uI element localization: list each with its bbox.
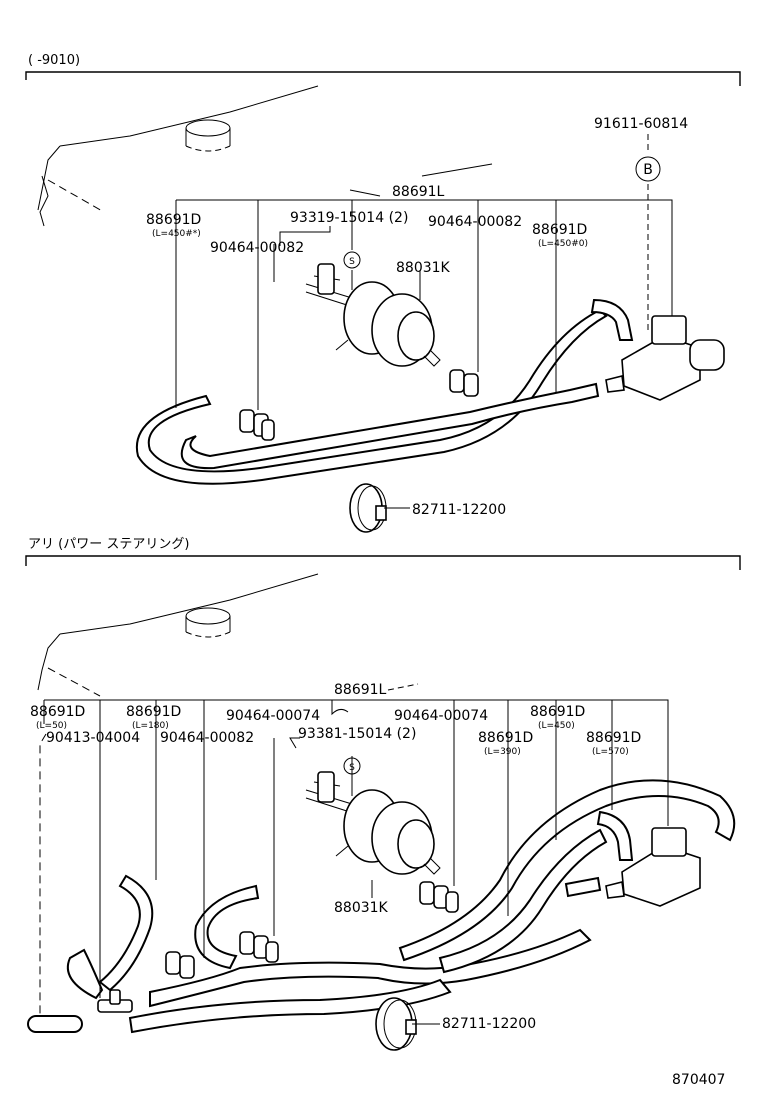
vacuum-switching-valve-2 [605, 827, 701, 907]
hose-clamp-mid-2 [239, 931, 279, 963]
leader-lines-2 [39, 683, 669, 1025]
label-90464-00082-c: 90464-00082 [160, 730, 254, 746]
label-88691D-b-length: (L=450#0) [538, 239, 588, 249]
label-82711-12200-2: 82711-12200 [442, 1016, 536, 1032]
label-88691D-b: 88691D [532, 222, 587, 238]
label-88691D-c: 88691D [30, 704, 85, 720]
hose-clamp-mid [449, 369, 479, 397]
label-90464-00074-a: 90464-00074 [226, 708, 320, 724]
vacuum-actuator-2 [305, 771, 441, 875]
hose-assembly-2 [27, 779, 736, 1034]
engine-outline [37, 85, 493, 227]
figure-code: 870407 [672, 1072, 725, 1088]
label-88691D-g: 88691D [586, 730, 641, 746]
label-88691D-e-length: (L=450) [538, 721, 575, 731]
callout-s-circle-2 [343, 757, 361, 775]
label-93381-15014: 93381-15014 (2) [298, 726, 416, 742]
callout-b-circle [635, 156, 661, 182]
section-2-header: アリ (パワー ステアリング) [28, 537, 189, 552]
callout-b: B [643, 162, 653, 178]
vacuum-switching-valve [605, 315, 725, 401]
band-clamp [349, 483, 387, 533]
label-88691D-d-length: (L=180) [132, 721, 169, 731]
engine-outline-2 [37, 573, 319, 697]
label-93319-15014: 93319-15014 (2) [290, 210, 408, 226]
callout-s-2: S [349, 763, 355, 773]
tee-fitting [97, 989, 133, 1013]
section-1-header: ( -9010) [28, 53, 80, 68]
callout-s-circle-1 [343, 251, 361, 269]
hose-clamp-left-2 [165, 951, 195, 979]
label-90464-00074-b: 90464-00074 [394, 708, 488, 724]
leader-lines-1 [175, 134, 673, 509]
label-88691D-e: 88691D [530, 704, 585, 720]
label-82711-12200-1: 82711-12200 [412, 502, 506, 518]
hose-clamp-right-2 [419, 881, 459, 913]
label-88031K-1: 88031K [396, 260, 451, 276]
section-1: ( -9010) [25, 53, 741, 533]
label-88691L-2: 88691L [334, 682, 387, 698]
section-2-bracket [25, 555, 741, 570]
callout-s-1: S [349, 257, 355, 267]
label-88691D-f: 88691D [478, 730, 533, 746]
label-88031K-2: 88031K [334, 900, 389, 916]
section-2: アリ (パワー ステアリング) [25, 537, 741, 1051]
label-88691D-c-length: (L=50) [36, 721, 67, 731]
label-91611-60814: 91611-60814 [594, 116, 688, 132]
section-1-bracket [25, 71, 741, 86]
label-88691L-1: 88691L [392, 184, 445, 200]
vacuum-actuator [305, 263, 441, 367]
label-88691D-f-length: (L=390) [484, 747, 521, 757]
hose-assembly [135, 298, 634, 485]
label-90413-04004: 90413-04004 [46, 730, 140, 746]
band-clamp-2 [375, 997, 417, 1051]
label-88691D-d: 88691D [126, 704, 181, 720]
label-88691D-a: 88691D [146, 212, 201, 228]
label-88691D-g-length: (L=570) [592, 747, 629, 757]
label-88691D-a-length: (L=450#*) [152, 229, 201, 239]
label-90464-00082-b: 90464-00082 [428, 214, 522, 230]
label-90464-00082-a: 90464-00082 [210, 240, 304, 256]
hose-clamp-left [239, 409, 275, 441]
